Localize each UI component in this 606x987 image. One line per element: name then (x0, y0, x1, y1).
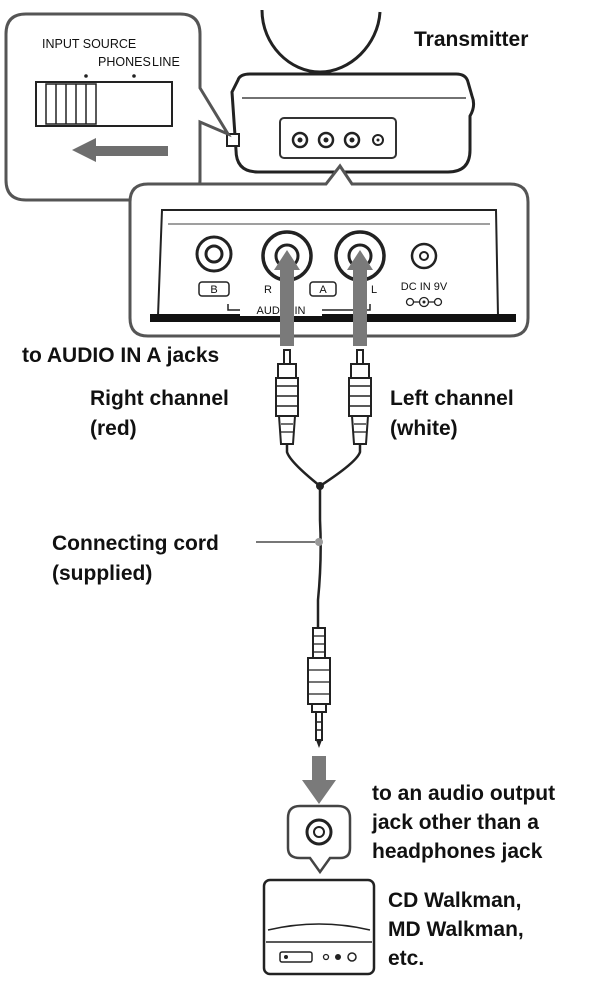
insert-left-arrow-icon (347, 250, 373, 346)
supplied-label: (supplied) (52, 562, 152, 585)
rca-plug-left-icon (348, 349, 372, 445)
right-channel-color-label: (red) (90, 417, 137, 440)
device-label-cd: CD Walkman, (388, 889, 521, 912)
right-channel-label: Right channel (90, 387, 229, 410)
audio-in-panel-inset: B R A L AUDIO IN DC IN 9V (128, 163, 530, 346)
dc-in-jack-icon (410, 242, 438, 270)
audio-output-label-line2: jack other than a (371, 811, 539, 834)
device-label-etc: etc. (388, 947, 424, 970)
jack-a-label: A (319, 284, 327, 296)
audio-output-label-line1: to an audio output (372, 782, 555, 805)
input-source-switch-icon (226, 133, 240, 147)
connecting-cord (285, 444, 362, 630)
jack-r-label: R (264, 284, 272, 296)
cd-walkman-icon (262, 878, 376, 976)
jack-b-icon (195, 235, 233, 273)
input-source-inset: INPUT SOURCE PHONES LINE (4, 12, 232, 202)
audio-in-a-jacks-label: to AUDIO IN A jacks (22, 344, 219, 367)
device-label-md: MD Walkman, (388, 918, 524, 941)
connecting-cord-label: Connecting cord (52, 532, 219, 555)
jack-l-label: L (371, 284, 377, 296)
audio-output-label-line3: headphones jack (372, 840, 543, 863)
rca-plug-right-icon (275, 349, 299, 445)
input-source-label: INPUT SOURCE (42, 37, 136, 51)
left-channel-label: Left channel (390, 387, 514, 410)
output-jack-callout (286, 804, 352, 875)
dc-polarity-icon (405, 296, 443, 308)
transmitter-title: Transmitter (414, 28, 528, 51)
transmitter-unit (226, 9, 476, 174)
left-channel-color-label: (white) (390, 417, 458, 440)
dc-in-label: DC IN 9V (401, 281, 448, 293)
slide-left-arrow-icon (72, 138, 168, 162)
line-label: LINE (152, 55, 180, 69)
phones-label: PHONES (98, 55, 151, 69)
insert-right-arrow-icon (274, 250, 300, 346)
insert-plug-arrow-icon (302, 756, 336, 804)
stereo-mini-plug-icon (307, 627, 331, 748)
jack-b-label: B (210, 284, 217, 296)
